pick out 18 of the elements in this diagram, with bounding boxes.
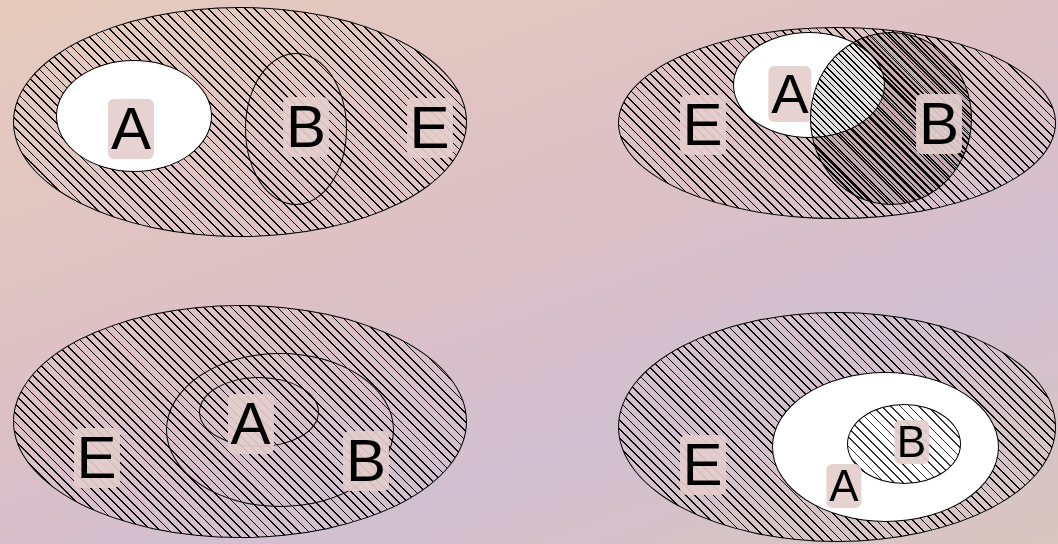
set-ellipse bbox=[771, 371, 999, 522]
set-label: B bbox=[343, 431, 389, 491]
set-ellipse bbox=[55, 59, 212, 172]
set-label: E bbox=[679, 434, 726, 495]
set-label: A bbox=[108, 99, 154, 159]
set-ellipse bbox=[165, 352, 394, 507]
set-ellipse bbox=[244, 52, 347, 205]
set-label: A bbox=[768, 66, 812, 122]
set-label: E bbox=[679, 94, 726, 155]
set-label: B bbox=[283, 97, 329, 157]
set-label: E bbox=[73, 427, 120, 488]
set-label: A bbox=[227, 393, 274, 454]
set-ellipse bbox=[732, 31, 885, 138]
set-label: B bbox=[916, 94, 962, 154]
set-ellipse bbox=[809, 31, 972, 205]
set-label: B bbox=[893, 419, 930, 464]
set-label: E bbox=[406, 97, 453, 158]
set-label: A bbox=[826, 464, 862, 508]
